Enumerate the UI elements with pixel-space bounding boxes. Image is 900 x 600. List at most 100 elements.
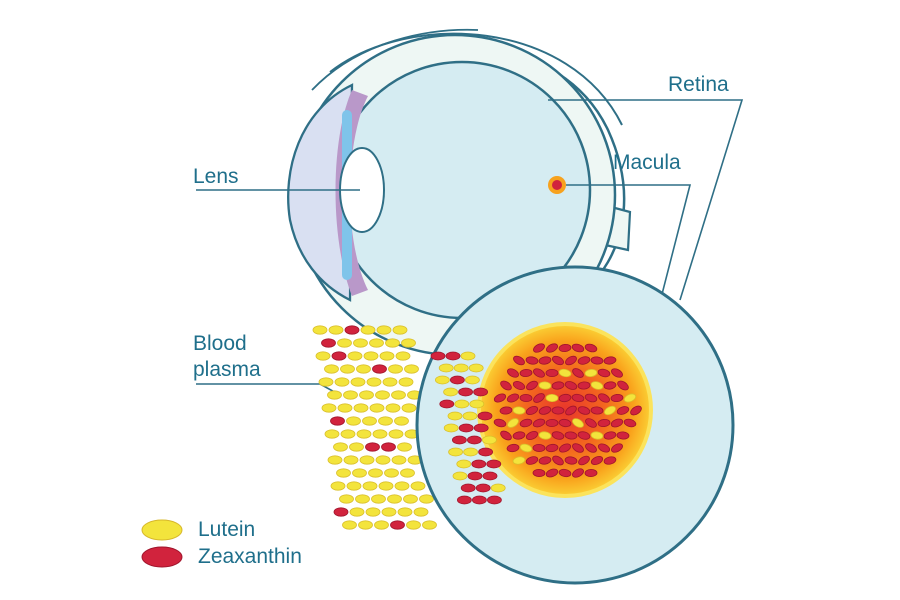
zeaxanthin-cell	[584, 343, 598, 353]
zeaxanthin-cell	[597, 443, 611, 453]
lutein-cell	[558, 368, 572, 378]
zeaxanthin-cell	[532, 443, 546, 453]
zeaxanthin-cell	[460, 483, 476, 493]
zeaxanthin-cell	[623, 418, 637, 428]
lutein-cell	[340, 364, 355, 374]
zeaxanthin-cell	[545, 468, 559, 478]
zeaxanthin-cell	[372, 364, 387, 374]
lutein-cell	[384, 468, 399, 478]
lutein-cell	[590, 431, 604, 440]
zeaxanthin-cell	[451, 435, 467, 445]
zeaxanthin-cell	[321, 338, 336, 348]
zeaxanthin-cell	[578, 455, 590, 466]
lutein-cell	[343, 390, 358, 400]
zeaxanthin-cell	[577, 406, 591, 415]
zeaxanthin-cell	[500, 430, 512, 441]
lutein-cell	[362, 481, 378, 491]
zeaxanthin-cell	[558, 343, 572, 353]
zeaxanthin-cell	[519, 393, 533, 403]
lutein-cell	[349, 507, 365, 517]
lutein-cell	[422, 520, 437, 530]
lutein-cell	[363, 351, 379, 361]
lutein-cell	[356, 429, 372, 439]
zeaxanthin-cell	[526, 380, 538, 391]
zeaxanthin-cell	[500, 380, 512, 391]
zeaxanthin-cell	[545, 418, 559, 428]
lutein-cell	[362, 416, 377, 426]
lutein-cell	[388, 429, 404, 439]
lutein-cell	[387, 494, 402, 504]
zeaxanthin-cell	[558, 468, 572, 478]
zeaxanthin-cell	[512, 431, 526, 440]
lutein-cell	[507, 418, 519, 428]
lutein-cell	[318, 377, 334, 387]
zeaxanthin-cell	[590, 356, 604, 365]
zeaxanthin-cell	[473, 423, 489, 433]
zeaxanthin-cell	[572, 368, 584, 378]
lutein-cell	[512, 406, 526, 415]
lutein-cell	[346, 416, 361, 426]
lutein-cell	[333, 442, 348, 452]
lutein-cell	[456, 459, 472, 469]
lutein-cell	[337, 338, 352, 348]
zeaxanthin-cell	[577, 431, 591, 440]
zeaxanthin-cell	[512, 381, 526, 390]
zeaxanthin-cell	[506, 443, 520, 453]
lutein-cell	[327, 455, 343, 465]
zeaxanthin-cell	[475, 483, 491, 493]
zeaxanthin-cell	[611, 443, 623, 453]
lutein-cell	[584, 368, 598, 378]
zeaxanthin-cell	[585, 443, 597, 453]
lutein-cell	[410, 481, 426, 491]
lutein-cell	[350, 377, 366, 387]
lutein-cell	[330, 481, 346, 491]
zeaxanthin-cell	[545, 443, 559, 453]
lutein-cell	[342, 520, 357, 530]
lutein-cell	[381, 507, 397, 517]
lutein-cell	[371, 494, 386, 504]
lutein-cell	[448, 447, 464, 457]
zeaxanthin-cell	[598, 393, 610, 403]
lutein-cell	[315, 351, 331, 361]
zeaxanthin-cell	[456, 495, 472, 505]
zeaxanthin-cell	[538, 456, 552, 465]
zeaxanthin-cell	[610, 418, 624, 428]
lutein-cell	[447, 411, 463, 421]
zeaxanthin-cell	[603, 431, 617, 440]
zeaxanthin-cell	[525, 406, 539, 415]
lutein-cell	[327, 390, 342, 400]
zeaxanthin-cell	[471, 495, 487, 505]
lutein-cell	[359, 390, 374, 400]
lutein-cell	[413, 507, 429, 517]
cornea	[287, 83, 354, 302]
lutein-cell	[481, 435, 497, 445]
lutein-cell	[590, 381, 604, 390]
lutein-cell	[454, 399, 470, 409]
zeaxanthin-cell	[493, 393, 507, 403]
zeaxanthin-cell	[458, 423, 474, 433]
zeaxanthin-cell	[564, 456, 578, 465]
zeaxanthin-cell	[597, 418, 611, 428]
zeaxanthin-cell	[558, 393, 572, 403]
lutein-cell	[353, 403, 369, 413]
lutein-cell	[358, 520, 373, 530]
zeaxanthin-cell	[558, 443, 572, 453]
zeaxanthin-cell	[473, 387, 489, 397]
lutein-cell	[464, 375, 480, 385]
lutein-cell	[375, 390, 390, 400]
lens-label: Lens	[193, 165, 239, 188]
zeaxanthin-cell	[577, 381, 591, 390]
lutein-cell	[336, 468, 351, 478]
zeaxanthin-cell	[525, 431, 539, 440]
zeaxanthin-cell	[513, 355, 525, 366]
lutein-cell	[462, 411, 478, 421]
lutein-cell	[378, 416, 393, 426]
legend-zeaxanthin-swatch	[141, 546, 183, 568]
lutein-cell	[604, 405, 616, 416]
lutein-cell	[385, 403, 401, 413]
lutein-cell	[391, 390, 406, 400]
lutein-cell	[453, 363, 469, 373]
zeaxanthin-cell	[390, 520, 405, 530]
retina-pointer	[548, 99, 744, 301]
